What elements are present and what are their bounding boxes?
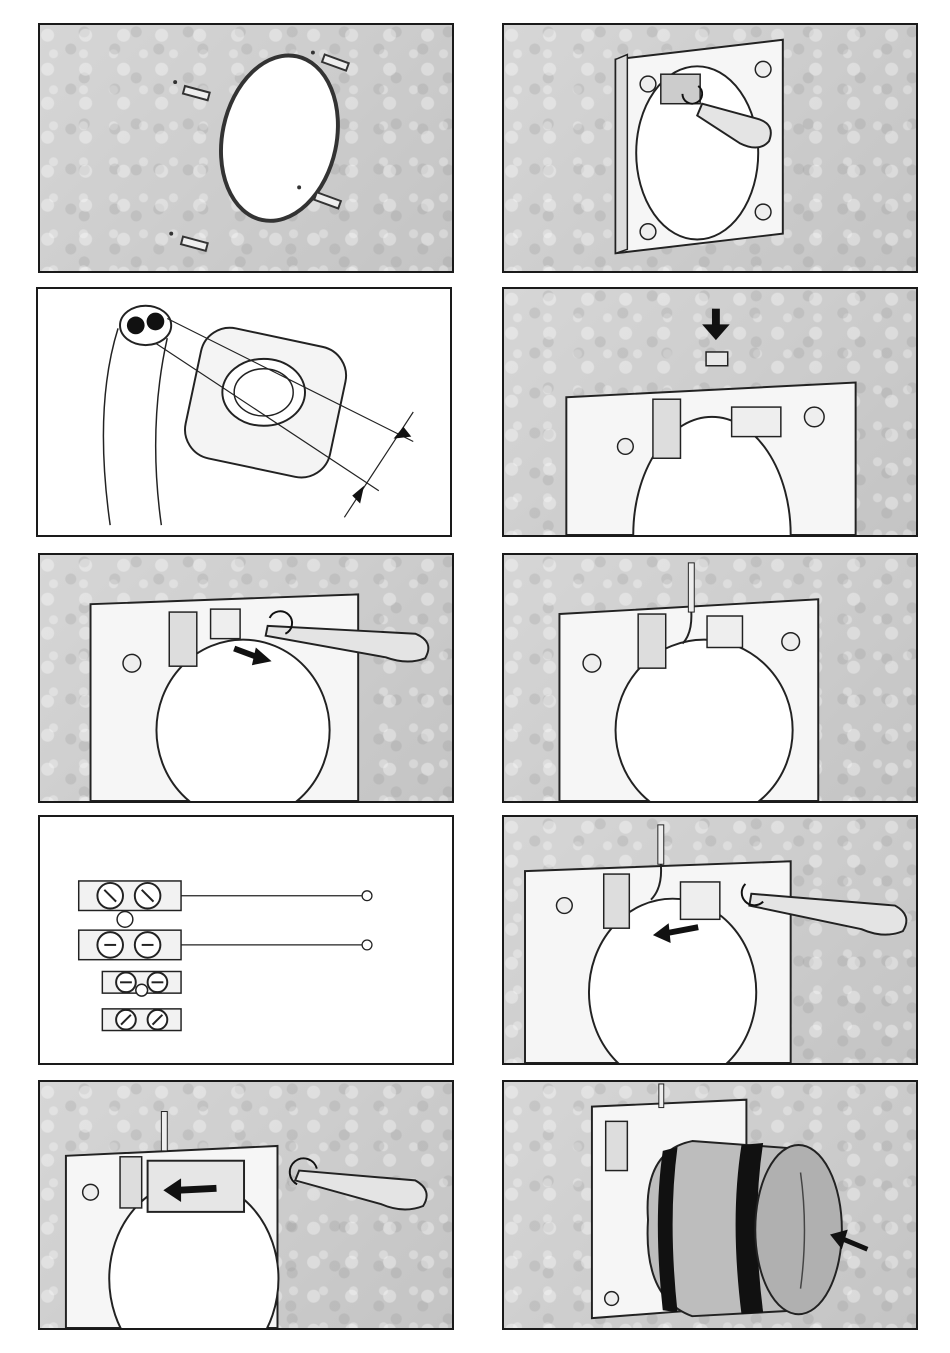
panel-connect-wires [502, 815, 918, 1065]
panel-insert-grommet [502, 287, 918, 537]
panel-screw-backplate [502, 23, 918, 273]
panel-fit-terminal-cover [38, 1080, 454, 1330]
fit-terminal-cover-illustration [40, 1082, 452, 1328]
terminal-block-wiring-diagram [40, 817, 452, 1063]
panel-terminal-diagram [38, 815, 454, 1065]
panel-wall-plugs [38, 23, 454, 273]
cable-routed-illustration [504, 555, 916, 801]
panel-cable-routed [502, 553, 918, 803]
fit-front-cover-illustration [504, 1082, 916, 1328]
insert-grommet-illustration [504, 289, 916, 535]
panel-fit-front-cover [502, 1080, 918, 1330]
screw-backplate-to-wall-illustration [504, 25, 916, 271]
wall-plugs-and-duct-opening-illustration [40, 25, 452, 271]
cable-grommet-diameter-illustration [38, 289, 450, 535]
connect-wires-illustration [504, 817, 916, 1063]
panel-tighten-clamp [38, 553, 454, 803]
panel-cable-grommet [36, 287, 452, 537]
tighten-cable-clamp-illustration [40, 555, 452, 801]
